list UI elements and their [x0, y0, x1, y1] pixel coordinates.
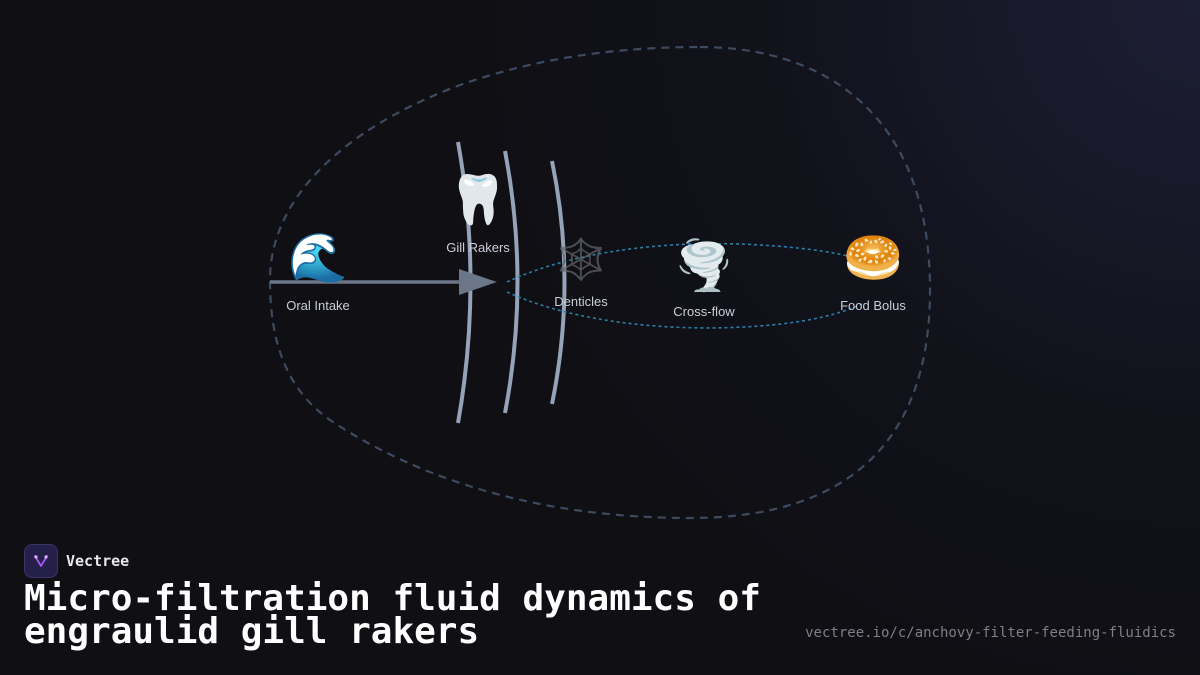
node-label: Food Bolus [840, 298, 906, 313]
gill-arch-3 [550, 160, 567, 405]
tornado-icon: 🌪️ [674, 238, 734, 294]
water-wave-icon: 🌊 [288, 230, 348, 286]
brand-name: Vectree [66, 552, 130, 570]
node-label: Oral Intake [286, 298, 350, 313]
brand: Vectree [24, 544, 129, 578]
cross-flow-path [506, 242, 863, 329]
vectree-logo-icon [24, 544, 58, 578]
node-food-bolus: 🥯 Food Bolus [840, 230, 906, 313]
bagel-icon: 🥯 [843, 230, 903, 286]
mouth-cavity-outline [268, 45, 932, 520]
intake-arrowhead [459, 269, 497, 295]
node-denticles: 🕸️ Denticles [554, 236, 607, 309]
gill-arch-2 [503, 150, 520, 414]
page-title: Micro-filtration fluid dynamics of engra… [24, 578, 761, 652]
tooth-icon: 🦷 [448, 172, 508, 228]
spider-web-icon: 🕸️ [556, 237, 606, 283]
node-gill-rakers: 🦷 Gill Rakers [446, 172, 510, 255]
node-label: Denticles [554, 294, 608, 309]
node-label: Gill Rakers [446, 240, 510, 255]
node-oral-intake: 🌊 Oral Intake [286, 230, 350, 313]
node-cross-flow: 🌪️ Cross-flow [673, 238, 734, 319]
node-label: Cross-flow [673, 304, 735, 319]
source-url: vectree.io/c/anchovy-filter-feeding-flui… [805, 625, 1176, 641]
